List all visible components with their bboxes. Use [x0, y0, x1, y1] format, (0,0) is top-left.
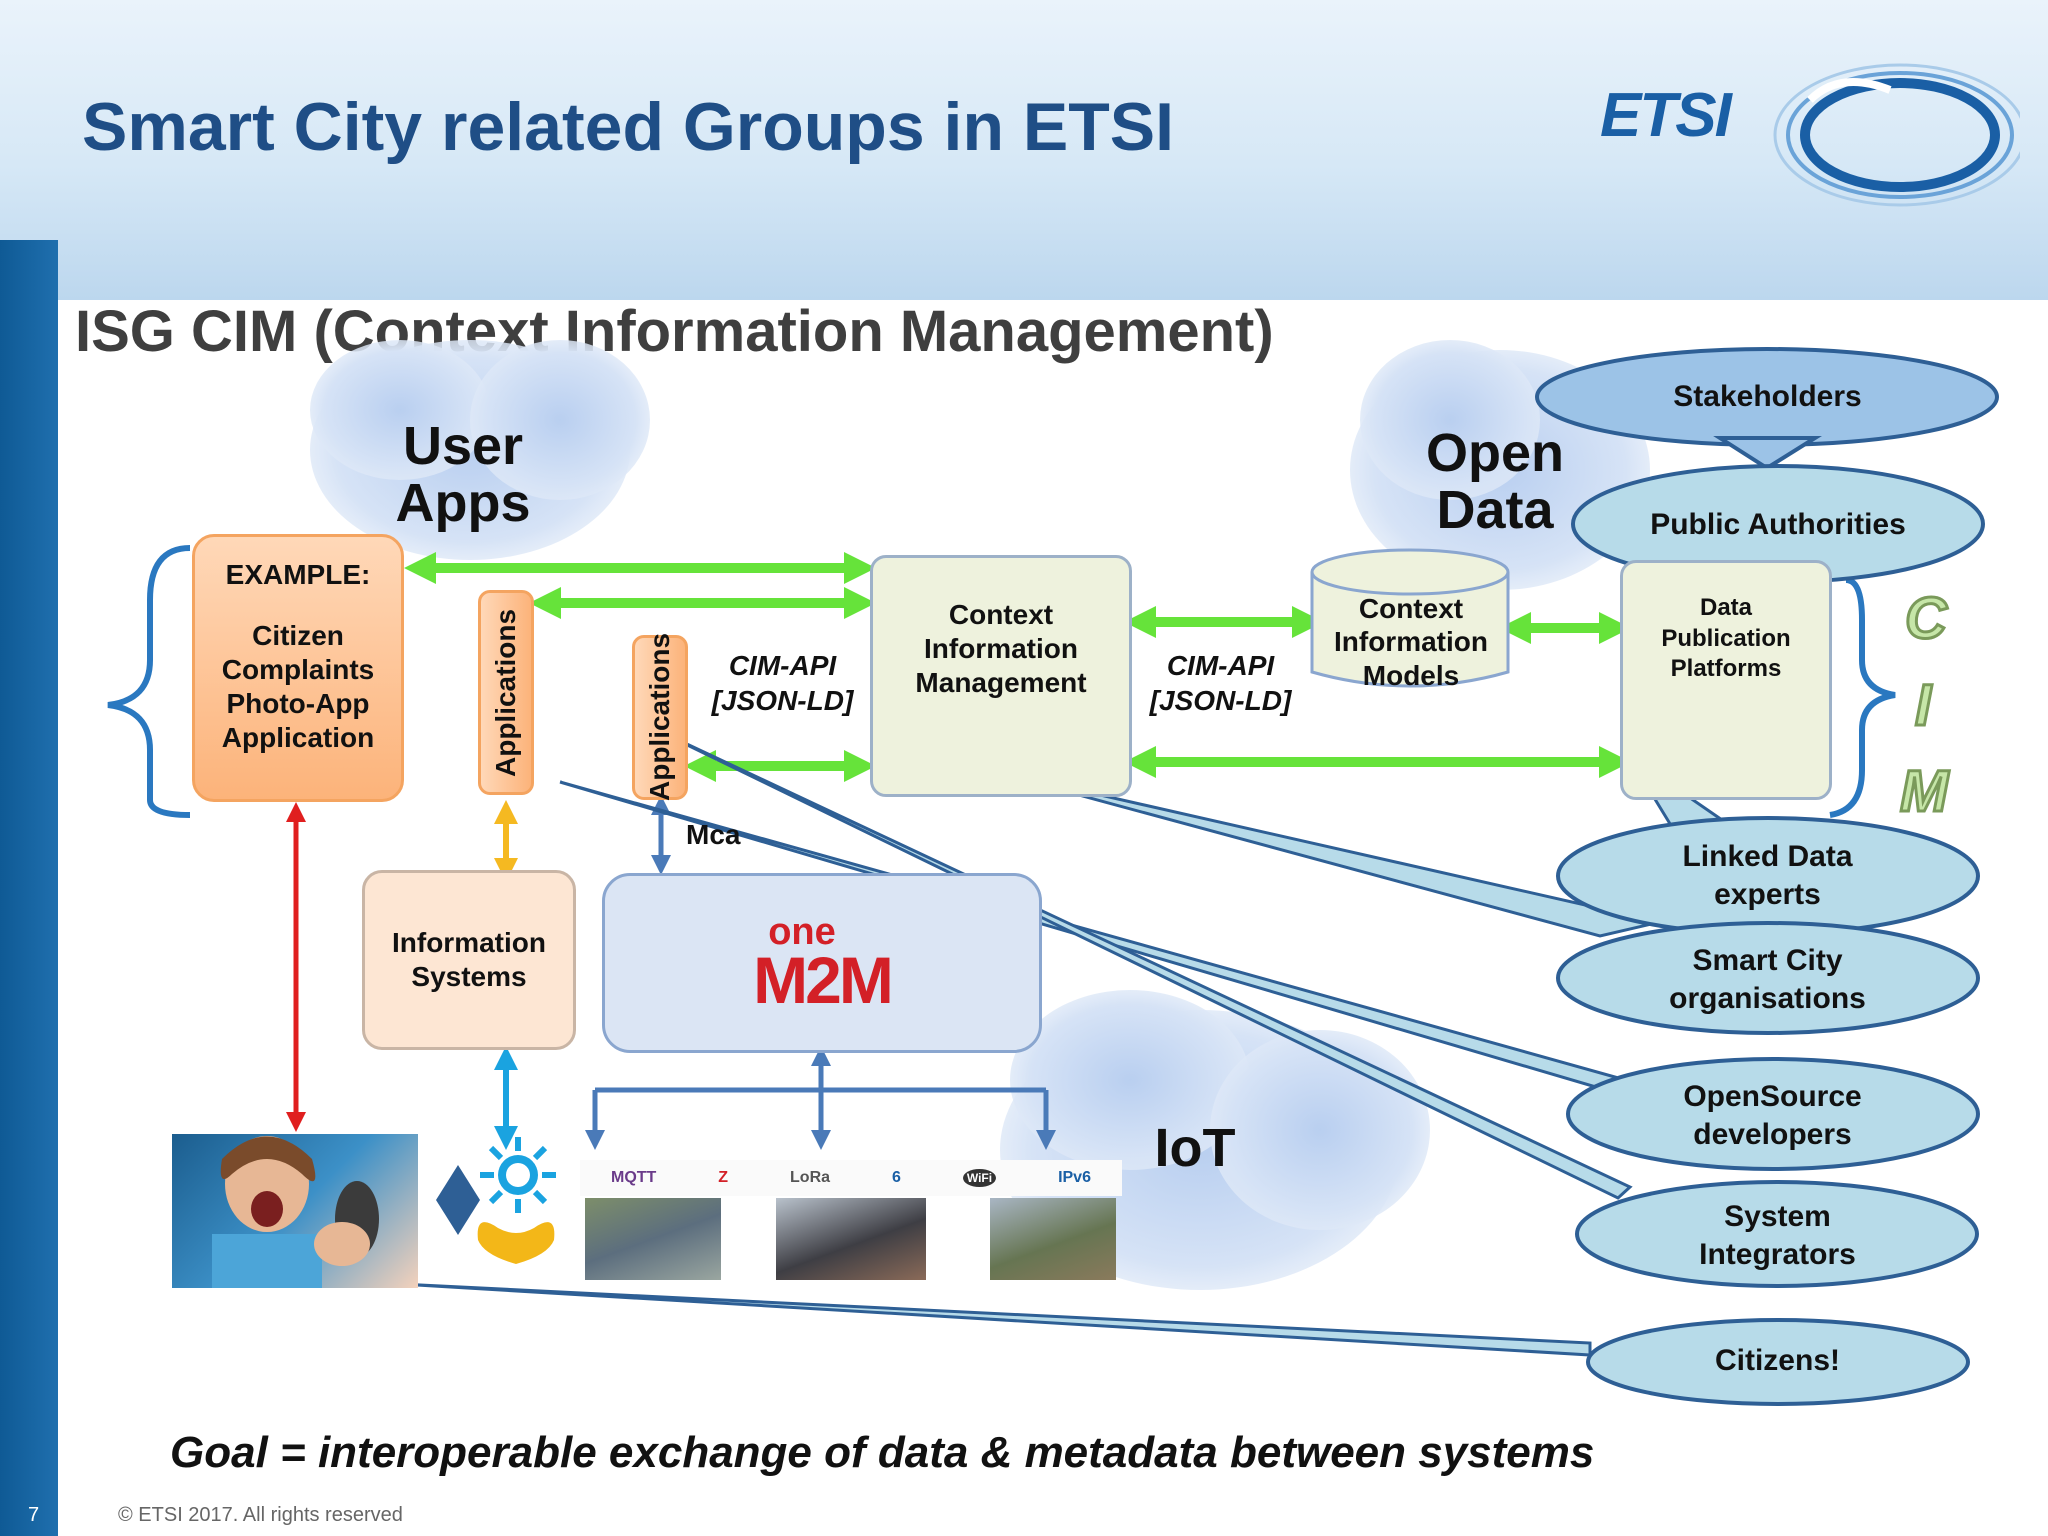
page-number: 7 [28, 1504, 40, 1526]
iot-photo-city [990, 1198, 1116, 1280]
example-body: Citizen Complaints Photo-App Application [221, 620, 375, 754]
cim-api-right-label: CIM-API [JSON-LD] [1149, 650, 1292, 716]
mca-label: Mca [686, 819, 741, 850]
subtitle: ISG CIM (Context Information Management) [75, 299, 1274, 364]
cim-letter-i: I [1913, 672, 1932, 740]
data-publication-box: Data Publication Platforms [1620, 560, 1832, 800]
onem2m-logo-bottom: M2M [753, 942, 894, 1017]
header-band [0, 0, 2048, 300]
onem2m-box: one M2M [602, 873, 1042, 1053]
stakeholders-header: Stakeholders [1673, 380, 1862, 413]
page-title: Smart City related Groups in ETSI [82, 89, 1175, 165]
copyright: © ETSI 2017. All rights reserved [118, 1504, 403, 1526]
stakeholder-opensource: OpenSource developers [1683, 1080, 1862, 1152]
user-apps-label: User Apps [395, 416, 531, 533]
callout-lines [399, 720, 1729, 1357]
information-systems-box: Information Systems [362, 870, 576, 1050]
logo-swirl-icon [1773, 63, 2020, 207]
right-brace [1829, 577, 1896, 818]
cim-letter-c: C [1904, 585, 1949, 653]
stakeholder-bubbles [1535, 347, 1999, 1406]
stakeholder-system-integrators: System Integrators [1699, 1200, 1856, 1272]
example-app-box: EXAMPLE: Citizen Complaints Photo-App Ap… [192, 534, 404, 802]
goal-statement: Goal = interoperable exchange of data & … [170, 1428, 1595, 1477]
data-publication-label: Data Publication Platforms [1661, 594, 1791, 683]
cim-letter-m: M [1898, 758, 1949, 826]
stakeholder-smart-city: Smart City organisations [1669, 944, 1866, 1016]
protocol-zwave: Z [718, 1169, 729, 1186]
protocol-lora: LoRa [790, 1169, 831, 1186]
iot-photo-harbour [585, 1198, 721, 1280]
left-brace [107, 545, 191, 818]
protocol-ipv6: IPv6 [1058, 1169, 1091, 1186]
stakeholder-linked-data: Linked Data experts [1682, 840, 1853, 912]
information-systems-label: Information Systems [392, 926, 546, 992]
onem2m-tree-arrows [585, 1046, 1056, 1150]
citizen-photo [172, 1134, 418, 1288]
context-management-box: Context Information Management [870, 555, 1132, 797]
onem2m-logo-top: one [768, 910, 836, 953]
etsi-logo: ETSI [1600, 60, 2020, 210]
protocol-mqtt: MQTT [610, 1169, 657, 1186]
context-management-label: Context Information Management [915, 599, 1087, 699]
stakeholder-public-authorities: Public Authorities [1650, 508, 1906, 541]
example-heading: EXAMPLE: [225, 559, 371, 590]
cim-api-left-label: CIM-API [JSON-LD] [711, 650, 854, 716]
applications-tall-box: Applications [478, 590, 534, 795]
left-accent-bar [0, 240, 58, 1536]
heart-icon [477, 1222, 555, 1264]
protocol-6lowpan: 6 [892, 1169, 901, 1186]
iot-label: IoT [1154, 1118, 1236, 1178]
context-models-cylinder [1310, 548, 1510, 688]
stakeholder-citizens: Citizens! [1714, 1344, 1840, 1377]
green-arrows [403, 551, 1632, 783]
iot-protocol-strip: MQTT Z LoRa 6 WiFi IPv6 [580, 1160, 1122, 1196]
context-models-label: Context Information Models [1334, 592, 1488, 691]
user-apps-cloud [310, 340, 650, 560]
protocol-wifi: WiFi [962, 1169, 997, 1187]
iot-photo-stadium [776, 1198, 926, 1280]
diamond-icon [436, 1165, 480, 1235]
logo-text: ETSI [1600, 81, 1732, 150]
applications-short-box: Applications [632, 633, 688, 802]
sun-icon [480, 1137, 556, 1213]
open-data-label: Open Data [1425, 423, 1564, 540]
